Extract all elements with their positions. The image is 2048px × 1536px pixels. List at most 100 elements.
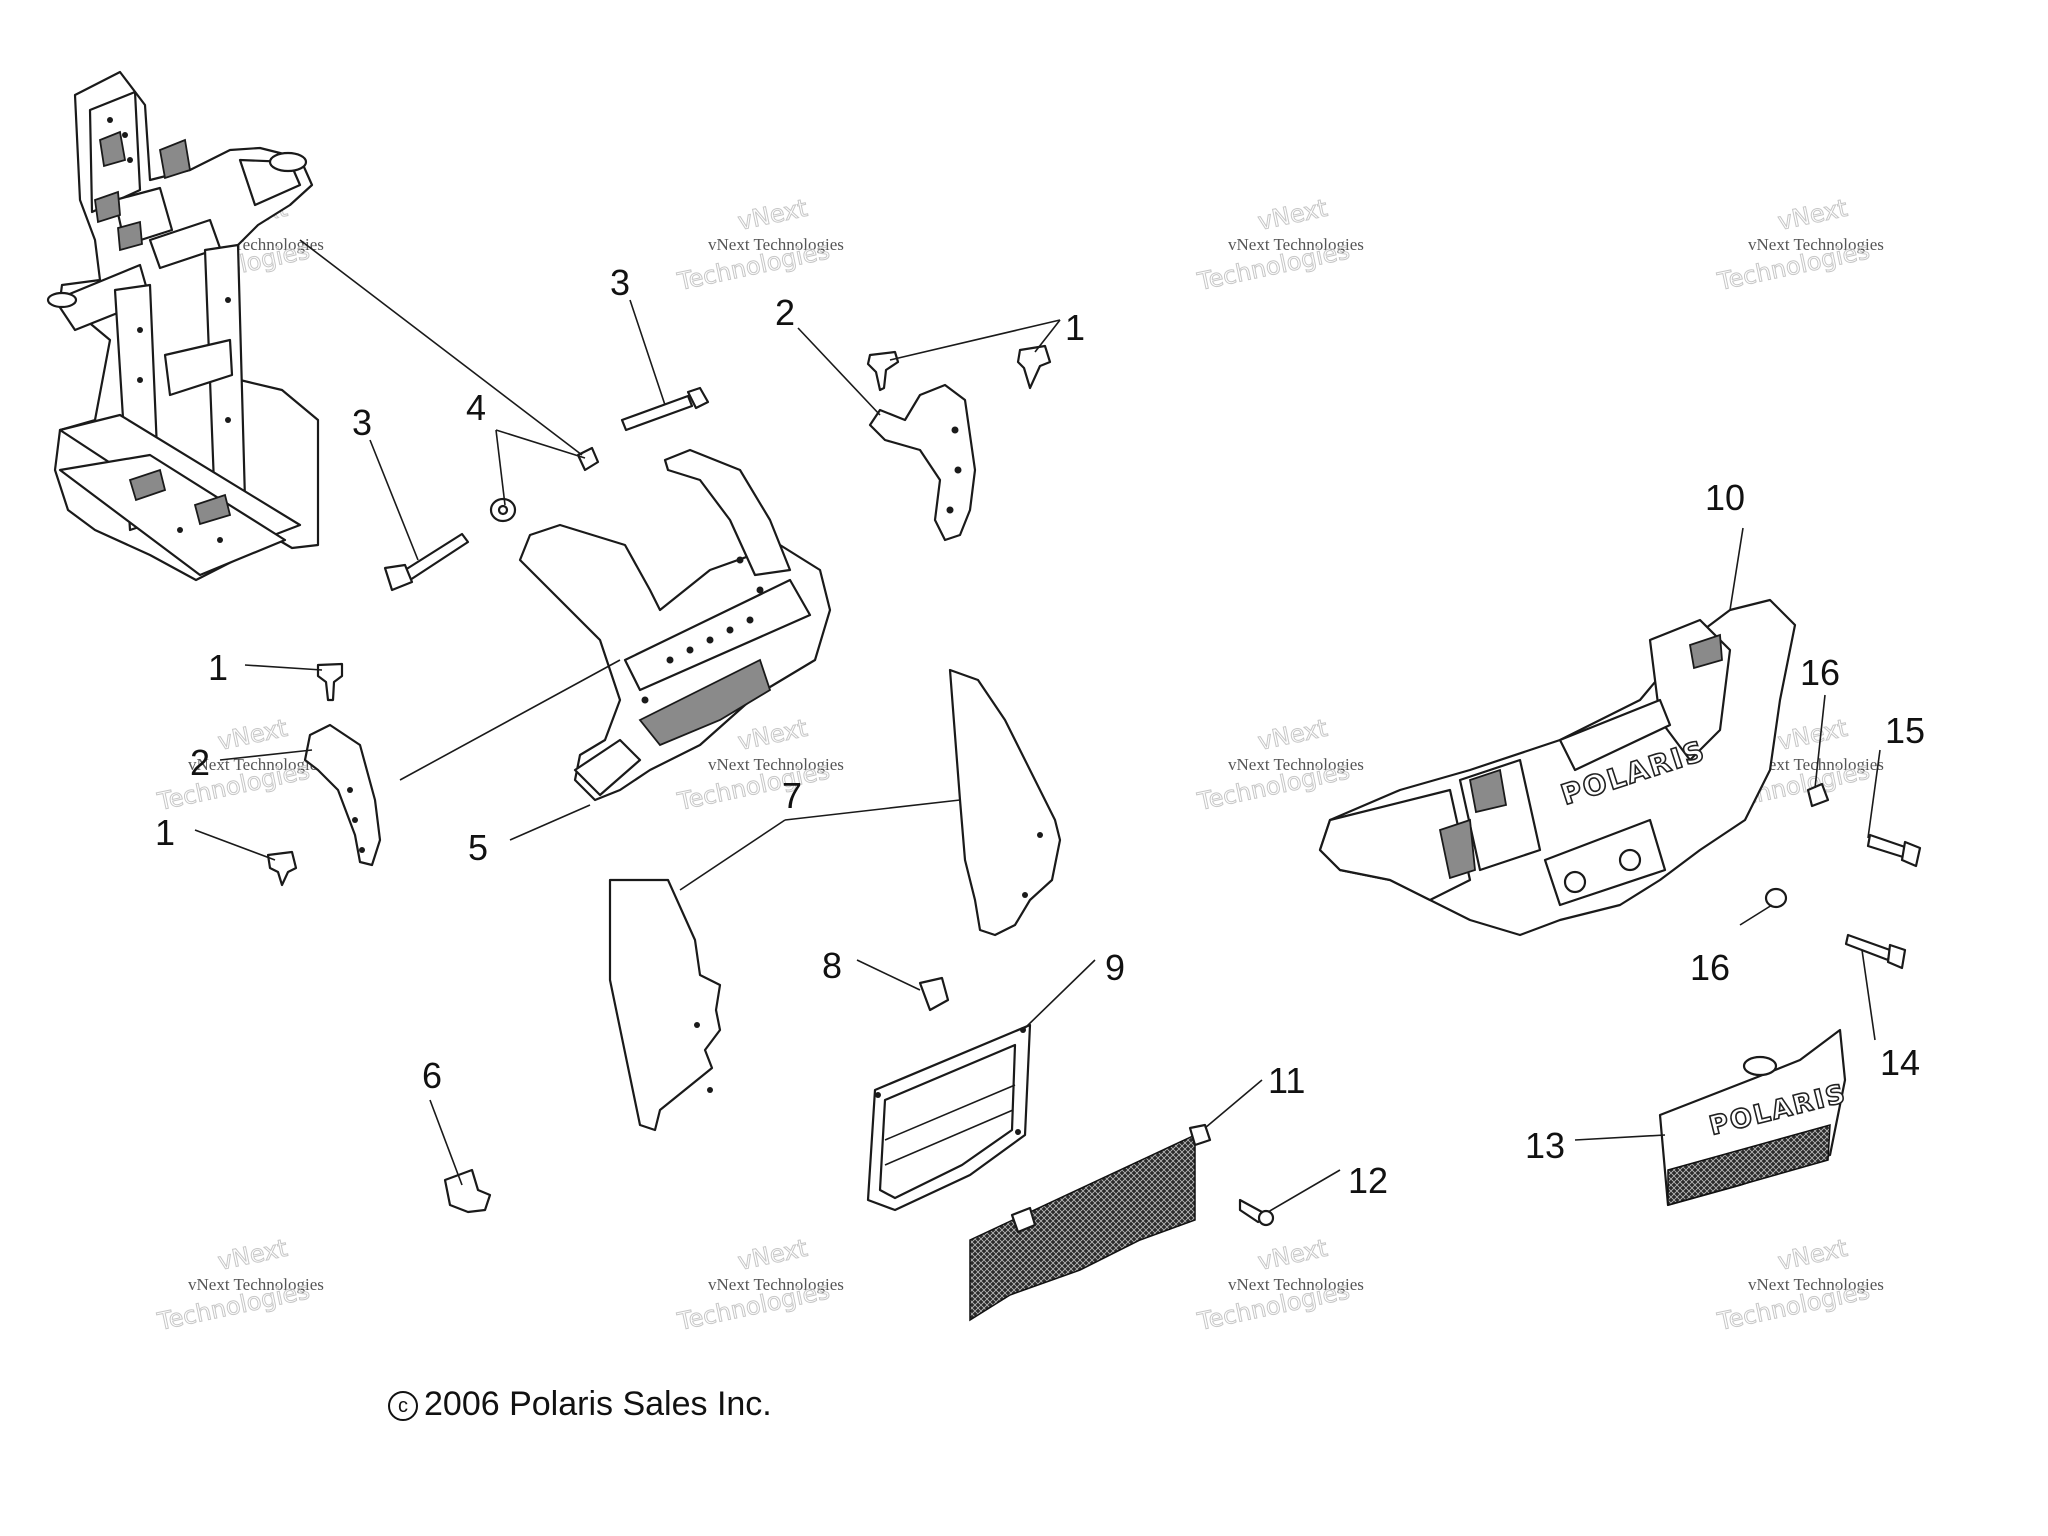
watermark: vNext vNext Technologies Technologies — [1194, 193, 1364, 296]
leader-frame-to-nut — [299, 239, 583, 456]
bolt-upper — [620, 386, 710, 432]
leader-2-lower — [219, 749, 313, 761]
watermark-line1: vNext — [1775, 1234, 1849, 1276]
callouts: 1 1 1 2 2 3 3 4 5 6 7 8 9 10 11 12 13 14… — [155, 262, 1925, 1201]
callout-3-lower: 3 — [352, 402, 372, 443]
callout-2-upper: 2 — [775, 292, 795, 333]
screw — [1238, 1198, 1275, 1227]
washer-16-lower — [1764, 887, 1788, 909]
vehicle-frame — [46, 70, 320, 582]
watermark-line2: vNext Technologies — [1748, 1275, 1884, 1294]
leader-9 — [1024, 959, 1096, 1029]
leader-11 — [1204, 1079, 1263, 1129]
watermark-line2: vNext Technologies — [708, 755, 844, 774]
callout-1-lower: 1 — [155, 812, 175, 853]
leader-2-upper — [797, 327, 881, 416]
watermark-line2: vNext Technologies — [1748, 755, 1884, 774]
copyright-symbol: c — [388, 1391, 418, 1421]
callout-8: 8 — [822, 945, 842, 986]
callout-16-upper: 16 — [1800, 652, 1840, 693]
leader-lines — [194, 239, 1881, 1213]
leader-12 — [1267, 1169, 1341, 1213]
leader-3-upper — [629, 299, 666, 406]
watermark-line1: vNext — [215, 714, 289, 756]
grommet — [918, 976, 950, 1012]
mounting-bracket-lower — [303, 723, 382, 867]
callout-1-upper: 1 — [1065, 307, 1085, 348]
watermark: vNext vNext Technologies Technologies — [154, 1233, 324, 1336]
callout-6: 6 — [422, 1055, 442, 1096]
watermark-line1: vNext — [1255, 1234, 1329, 1276]
watermark: vNext vNext Technologies Technologies — [154, 713, 324, 816]
grille-mesh-screen — [969, 1123, 1212, 1322]
bumper-panel: POLARIS — [1658, 1028, 1851, 1207]
leader-16-lower — [1739, 904, 1773, 926]
flange-nut — [576, 446, 600, 472]
leader-4-nut — [495, 429, 586, 459]
mounting-bracket-upper — [868, 383, 977, 542]
washer — [489, 497, 517, 523]
callout-10: 10 — [1705, 477, 1745, 518]
leader-7-right — [784, 799, 961, 821]
leader-16-upper — [1814, 694, 1826, 789]
leader-3-lower — [369, 439, 419, 561]
bolt-lower — [383, 532, 470, 592]
watermark-line2: vNext Technologies — [188, 1275, 324, 1294]
watermark-line2: vNext Technologies — [1748, 235, 1884, 254]
leader-bracket-to-frame — [399, 659, 621, 781]
callout-16-lower: 16 — [1690, 947, 1730, 988]
watermark-line2: vNext Technologies — [1228, 1275, 1364, 1294]
callout-2-lower: 2 — [190, 742, 210, 783]
callout-9: 9 — [1105, 947, 1125, 988]
bolt-15 — [1866, 833, 1922, 868]
watermark: vNext vNext Technologies Technologies — [674, 1233, 844, 1336]
callout-14: 14 — [1880, 1042, 1920, 1083]
leader-14 — [1861, 949, 1876, 1041]
leader-15 — [1867, 749, 1881, 839]
callout-3-upper: 3 — [610, 262, 630, 303]
watermark: vNext vNext Technologies Technologies — [1194, 713, 1364, 816]
front-bumper-fascia: POLARIS — [1318, 598, 1797, 937]
washer-16-upper — [1806, 782, 1830, 808]
leader-1-upper-b — [1034, 319, 1061, 353]
watermark-line2: vNext Technologies — [1228, 235, 1364, 254]
side-panel-right — [948, 668, 1062, 937]
watermark-line2: vNext Technologies — [708, 1275, 844, 1294]
watermark: vNext vNext Technologies Technologies — [674, 193, 844, 296]
bolt-14 — [1844, 933, 1907, 970]
watermark: vNext vNext Technologies Technologies — [1714, 193, 1884, 296]
leader-5 — [509, 804, 591, 841]
leader-10 — [1729, 527, 1744, 611]
front-bumper-frame — [518, 448, 832, 802]
callout-13: 13 — [1525, 1125, 1565, 1166]
callout-1-middle: 1 — [208, 647, 228, 688]
watermark-line1: vNext — [735, 194, 809, 236]
leader-4-washer — [495, 429, 506, 506]
push-rivet-6 — [443, 1168, 492, 1214]
leader-13 — [1574, 1134, 1666, 1141]
leader-6 — [429, 1099, 463, 1186]
leader-8 — [856, 959, 921, 991]
watermark-line1: vNext — [215, 1234, 289, 1276]
grille-frame — [866, 1023, 1032, 1212]
push-rivet-upper-2 — [1016, 344, 1052, 390]
watermark-line1: vNext — [735, 714, 809, 756]
callout-15: 15 — [1885, 710, 1925, 751]
leader-1-lower-b — [194, 829, 276, 861]
watermark-line1: vNext — [735, 1234, 809, 1276]
leader-7-left — [679, 819, 786, 891]
callout-12: 12 — [1348, 1160, 1388, 1201]
watermark-line2: vNext Technologies — [1228, 755, 1364, 774]
watermark: vNext vNext Technologies Technologies — [1714, 1233, 1884, 1336]
copyright-text: 2006 Polaris Sales Inc. — [424, 1385, 772, 1423]
watermark-line1: vNext — [1775, 714, 1849, 756]
watermark: vNext vNext Technologies Technologies — [1194, 1233, 1364, 1336]
callout-4: 4 — [466, 387, 486, 428]
callout-5: 5 — [468, 827, 488, 868]
callout-7: 7 — [782, 775, 802, 816]
push-rivet-lower-2 — [266, 850, 298, 887]
leader-1-lower-a — [244, 664, 323, 671]
watermark-line2: vNext Technologies — [708, 235, 844, 254]
